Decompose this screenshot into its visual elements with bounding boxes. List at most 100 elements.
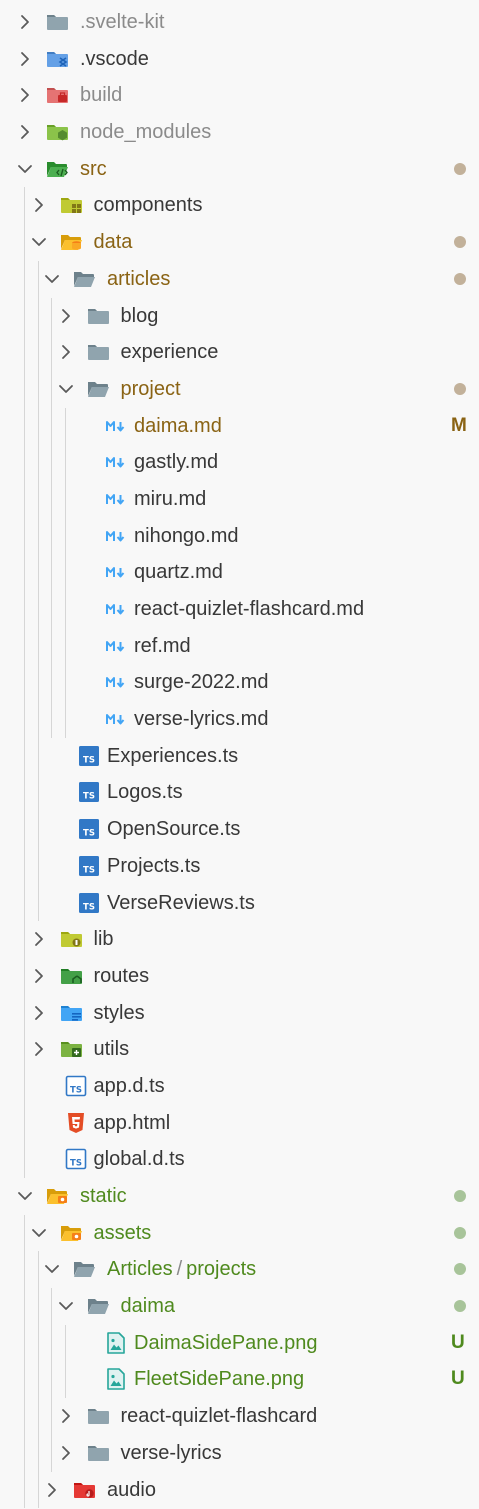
folder-row-audio[interactable]: audio bbox=[0, 1471, 479, 1509]
indent-guide bbox=[64, 554, 66, 591]
indent-guide bbox=[24, 1288, 25, 1325]
folder-row-src[interactable]: src bbox=[0, 151, 479, 188]
folder-row-react-quizlet-flashcard[interactable]: react-quizlet-flashcard bbox=[0, 1398, 479, 1435]
indent-guide bbox=[37, 1361, 39, 1399]
chevron-down-icon[interactable] bbox=[43, 1260, 61, 1278]
folder-row-assets[interactable]: assets bbox=[0, 1214, 479, 1252]
file-label: FleetSidePane.png bbox=[134, 1367, 304, 1391]
indent-guide bbox=[37, 260, 39, 298]
label-text: articles bbox=[107, 267, 171, 290]
folder-row-vscode[interactable]: .vscode bbox=[0, 41, 479, 78]
chevron-right-icon[interactable] bbox=[43, 1481, 61, 1499]
file-row-quartz-md[interactable]: quartz.md bbox=[0, 554, 479, 591]
chevron-down-icon[interactable] bbox=[16, 1187, 34, 1205]
chevron-down-icon[interactable] bbox=[30, 1224, 48, 1242]
folder-icon bbox=[86, 341, 110, 363]
chevron-down-icon[interactable] bbox=[57, 380, 75, 398]
folder-row-lib[interactable]: lib bbox=[0, 921, 479, 958]
folder-row-articles-projects[interactable]: Articles/projects bbox=[0, 1251, 479, 1289]
file-row-verse-lyrics-md[interactable]: verse-lyrics.md bbox=[0, 701, 479, 738]
folder-label: routes bbox=[94, 964, 150, 988]
chevron-right-icon[interactable] bbox=[16, 13, 34, 31]
typescript-icon: TS bbox=[77, 781, 101, 803]
label-text: VerseReviews.ts bbox=[107, 891, 255, 914]
folder-row-project[interactable]: project bbox=[0, 370, 479, 408]
folder-row-verse-lyrics[interactable]: verse-lyrics bbox=[0, 1434, 479, 1472]
image-icon bbox=[104, 1368, 128, 1391]
file-row-react-quizlet-flashcard-md[interactable]: react-quizlet-flashcard.md bbox=[0, 591, 479, 628]
file-row-app-html[interactable]: app.html bbox=[0, 1104, 479, 1142]
chevron-right-icon[interactable] bbox=[30, 1040, 48, 1058]
indent-guide bbox=[64, 664, 66, 702]
chevron-right-icon[interactable] bbox=[57, 1444, 75, 1462]
chevron-right-icon[interactable] bbox=[57, 307, 75, 325]
folder-row-data[interactable]: data bbox=[0, 224, 479, 261]
indent-guide bbox=[24, 884, 25, 922]
chevron-down-icon[interactable] bbox=[43, 270, 61, 288]
chevron-right-icon[interactable] bbox=[57, 1407, 75, 1425]
chevron-down-icon[interactable] bbox=[57, 1297, 75, 1315]
folder-label: verse-lyrics bbox=[121, 1441, 222, 1465]
folder-row-svelte-kit[interactable]: .svelte-kit bbox=[0, 4, 479, 41]
folder-row-experience[interactable]: experience bbox=[0, 334, 479, 371]
chevron-down-icon[interactable] bbox=[30, 233, 48, 251]
label-text: components bbox=[93, 194, 203, 217]
file-row-ref-md[interactable]: ref.md bbox=[0, 627, 479, 665]
file-row-gastly-md[interactable]: gastly.md bbox=[0, 444, 479, 481]
label-text: project bbox=[120, 377, 181, 400]
folder-row-styles[interactable]: styles bbox=[0, 994, 479, 1032]
folder-label: lib bbox=[94, 927, 114, 951]
label-text: Articles bbox=[107, 1258, 173, 1281]
indent-guide bbox=[64, 480, 66, 518]
chevron-right-icon[interactable] bbox=[16, 50, 34, 68]
folder-row-blog[interactable]: blog bbox=[0, 297, 479, 335]
folder-row-static[interactable]: static bbox=[0, 1178, 479, 1215]
file-row-surge-2022-md[interactable]: surge-2022.md bbox=[0, 664, 479, 702]
folder-row-utils[interactable]: utils bbox=[0, 1031, 479, 1068]
folder-row-articles[interactable]: articles bbox=[0, 260, 479, 298]
folder-lib-icon bbox=[59, 928, 83, 950]
indent-guide bbox=[37, 370, 39, 408]
indent-guide bbox=[24, 847, 25, 885]
folder-label: data bbox=[94, 230, 133, 254]
chevron-right-icon[interactable] bbox=[30, 1004, 48, 1022]
chevron-right-icon[interactable] bbox=[30, 930, 48, 948]
folder-icon bbox=[86, 1442, 110, 1464]
indent-guide bbox=[64, 591, 66, 628]
markdown-icon bbox=[104, 598, 128, 620]
indent-guide bbox=[37, 1251, 39, 1289]
indent-guide bbox=[24, 554, 25, 591]
file-row-nihongo-md[interactable]: nihongo.md bbox=[0, 517, 479, 555]
folder-row-components[interactable]: components bbox=[0, 187, 479, 225]
chevron-right-icon[interactable] bbox=[16, 123, 34, 141]
chevron-right-icon[interactable] bbox=[30, 967, 48, 985]
folder-label: .vscode bbox=[80, 47, 149, 71]
chevron-right-icon[interactable] bbox=[57, 343, 75, 361]
typescript-icon: TS bbox=[77, 855, 101, 877]
indent-guide bbox=[37, 444, 39, 481]
folder-row-build[interactable]: build bbox=[0, 77, 479, 114]
file-label: verse-lyrics.md bbox=[134, 707, 268, 731]
chevron-down-icon[interactable] bbox=[16, 160, 34, 178]
folder-row-daima[interactable]: daima bbox=[0, 1288, 479, 1325]
chevron-right-icon[interactable] bbox=[16, 86, 34, 104]
chevron-right-icon[interactable] bbox=[30, 196, 48, 214]
folder-icon bbox=[86, 305, 110, 327]
folder-routes-icon bbox=[59, 965, 83, 987]
folder-row-routes[interactable]: routes bbox=[0, 957, 479, 995]
file-label: daima.md bbox=[134, 414, 222, 438]
file-row-miru-md[interactable]: miru.md bbox=[0, 480, 479, 518]
indent-guide bbox=[24, 334, 25, 371]
folder-row-node-modules[interactable]: node_modules bbox=[0, 114, 479, 151]
